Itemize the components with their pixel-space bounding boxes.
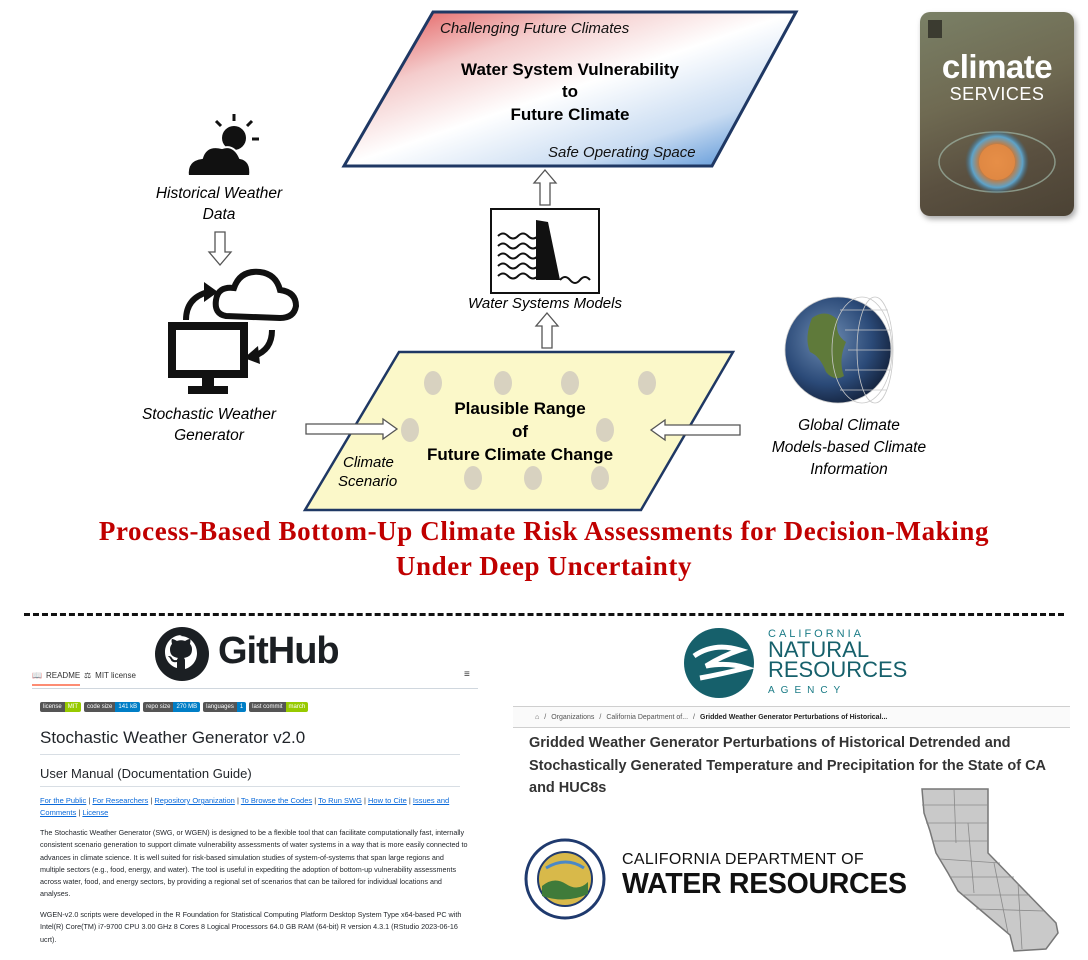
readme-subheading: User Manual (Documentation Guide) xyxy=(40,766,252,781)
home-icon[interactable]: ⌂ xyxy=(535,713,540,721)
readme-paragraph-2: WGEN-v2.0 scripts were developed in the … xyxy=(40,910,462,944)
scale-icon: ⚖ xyxy=(84,671,92,680)
arrow-down-icon xyxy=(207,231,233,267)
journal-cover: climate SERVICES xyxy=(920,12,1074,216)
github-wordmark: GitHub xyxy=(218,630,340,672)
globe-icon xyxy=(784,296,894,404)
stochastic-weather-generator-label-line2: Generator xyxy=(174,427,245,444)
link-issues-comments[interactable]: Issues and Comments xyxy=(40,796,450,817)
main-title-line2: Under Deep Uncertainty xyxy=(395,551,693,581)
readme-heading: Stochastic Weather Generator v2.0 xyxy=(40,728,306,747)
computer-cloud-icon xyxy=(168,268,300,394)
readme-link-list: For the Public | For Researchers | Repos… xyxy=(40,796,450,817)
tab-readme[interactable]: 📖 README xyxy=(32,671,81,686)
gcm-label-line1: Global Climate xyxy=(798,417,900,434)
arrow-left-icon xyxy=(649,418,741,442)
plausible-range-title-line2: of xyxy=(512,422,528,441)
journal-subtitle: SERVICES xyxy=(949,84,1045,104)
historical-weather-label-line2: Data xyxy=(203,206,236,223)
breadcrumb-current: Gridded Weather Generator Perturbations … xyxy=(700,713,888,721)
breadcrumb: ⌂ / Organizations / California Departmen… xyxy=(513,706,1070,728)
link-for-researchers[interactable]: For Researchers xyxy=(92,796,149,805)
climate-scenario-label-line1: Climate xyxy=(343,454,394,471)
outline-menu-icon[interactable]: ≡ xyxy=(464,669,470,680)
readme-paragraph-1: The Stochastic Weather Generator (SWG, o… xyxy=(40,828,468,899)
tab-license-label: MIT license xyxy=(95,671,136,680)
link-browse-codes[interactable]: To Browse the Codes xyxy=(240,796,313,805)
cnra-logo-icon xyxy=(684,628,755,698)
link-repository-organization[interactable]: Repository Organization xyxy=(154,796,235,805)
heading-rule xyxy=(40,754,460,755)
safe-operating-space-label: Safe Operating Space xyxy=(548,144,696,161)
arrow-right-icon xyxy=(305,417,399,441)
cnra-line2: NATURAL RESOURCES xyxy=(768,637,908,682)
breadcrumb-organizations[interactable]: Organizations xyxy=(551,713,595,721)
vulnerability-title-line2: to xyxy=(562,82,578,101)
vulnerability-title-line1: Water System Vulnerability xyxy=(461,60,679,79)
stochastic-weather-generator-label-line1: Stochastic Weather xyxy=(142,406,277,423)
link-run-swg[interactable]: To Run SWG xyxy=(318,796,362,805)
dwr-line2: WATER RESOURCES xyxy=(622,868,907,900)
link-for-the-public[interactable]: For the Public xyxy=(40,796,87,805)
plausible-range-parallelogram xyxy=(302,350,736,512)
readme-tab-bar: 📖 README ⚖ MIT license ≡ xyxy=(32,666,478,689)
github-octocat-icon xyxy=(155,627,209,681)
diagram-canvas: Challenging Future Climates Water System… xyxy=(142,10,927,512)
gcm-label-line2: Models-based Climate xyxy=(772,439,927,456)
eye-artwork-icon xyxy=(928,20,1056,194)
historical-weather-label-line1: Historical Weather xyxy=(156,185,283,202)
water-systems-models-label: Water Systems Models xyxy=(468,295,622,312)
book-icon: 📖 xyxy=(32,671,42,680)
gcm-label-line3: Information xyxy=(810,461,888,478)
section-divider xyxy=(24,613,1064,616)
main-title-line1: Process-Based Bottom-Up Climate Risk Ass… xyxy=(98,516,990,546)
link-how-to-cite[interactable]: How to Cite xyxy=(368,796,407,805)
water-systems-model-icon xyxy=(490,208,600,294)
cnra-line2b: RESOURCES xyxy=(768,657,908,682)
vulnerability-parallelogram xyxy=(341,10,799,168)
tab-license[interactable]: ⚖ MIT license xyxy=(84,671,136,680)
vulnerability-title-line3: Future Climate xyxy=(510,105,629,124)
cnra-line3: AGENCY xyxy=(768,685,847,696)
dwr-seal-icon xyxy=(524,838,606,920)
subheading-rule xyxy=(40,786,460,787)
arrow-up-icon xyxy=(532,168,558,206)
sun-cloud-icon xyxy=(186,114,259,177)
link-license[interactable]: License xyxy=(82,808,109,817)
plausible-range-title-line3: Future Climate Change xyxy=(427,445,613,464)
cnra-line2a: NATURAL xyxy=(768,637,870,662)
climate-scenario-label-line2: Scenario xyxy=(338,473,397,490)
dataset-title: Gridded Weather Generator Perturbations … xyxy=(529,735,1046,796)
cnra-line1: CALIFORNIA xyxy=(768,628,865,640)
scenario-dots xyxy=(401,371,656,490)
arrow-up-icon xyxy=(534,311,560,349)
journal-title: climate xyxy=(941,48,1053,85)
breadcrumb-department[interactable]: California Department of... xyxy=(606,713,689,721)
california-map-icon xyxy=(921,788,1059,952)
dwr-line1: CALIFORNIA DEPARTMENT OF xyxy=(622,851,864,868)
plausible-range-title-line1: Plausible Range xyxy=(454,399,585,418)
tab-readme-label: README xyxy=(45,671,81,680)
challenging-future-climates-label: Challenging Future Climates xyxy=(440,20,630,37)
